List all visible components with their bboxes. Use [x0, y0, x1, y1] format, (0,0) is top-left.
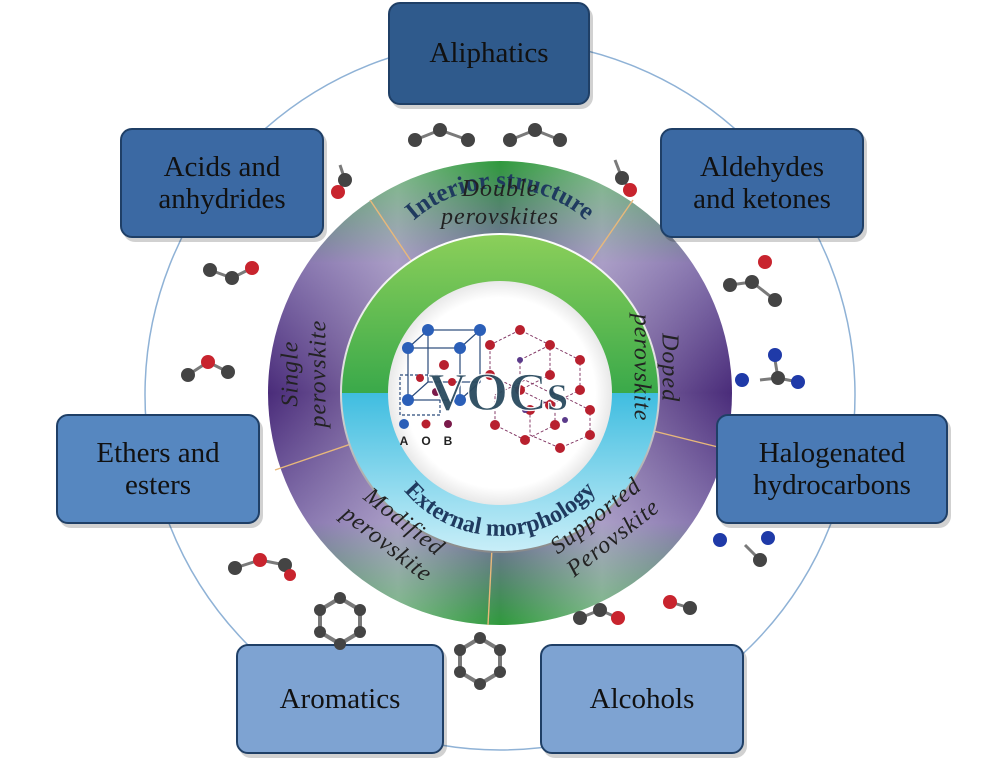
alcohols-box: Alcohols [540, 644, 744, 754]
acids-anhydrides-label: Acids and anhydrides [158, 150, 286, 215]
ethers-esters-label: Ethers and esters [96, 436, 220, 501]
halogenated-hydrocarbons-label: Halogenated hydrocarbons [753, 436, 911, 501]
single-perovskite-label: Single perovskite [277, 319, 331, 428]
legend-b-dot [444, 420, 452, 428]
aromatics-label: Aromatics [279, 682, 401, 715]
legend-a-label: A [400, 434, 409, 448]
double-perovskites-label: Double perovskites [440, 176, 560, 230]
aldehydes-ketones-label: Aldehydes and ketones [693, 150, 831, 215]
legend-b-label: B [444, 434, 453, 448]
lattice-b-sites [517, 357, 568, 423]
halogenated-hydrocarbons-box: Halogenated hydrocarbons [716, 414, 948, 524]
aliphatics-label: Aliphatics [429, 37, 549, 70]
legend-o-label: O [421, 434, 430, 448]
lattice-atoms [485, 325, 595, 453]
acids-anhydrides-box: Acids and anhydrides [120, 128, 324, 238]
alcohols-label: Alcohols [589, 682, 695, 715]
legend-a-dot [399, 419, 409, 429]
center-title: VOCs [428, 362, 568, 422]
legend-o-dot [421, 419, 431, 429]
aldehydes-ketones-box: Aldehydes and ketones [660, 128, 864, 238]
unit-cell-atoms [402, 324, 486, 406]
aromatics-box: Aromatics [236, 644, 444, 754]
ethers-esters-box: Ethers and esters [56, 414, 260, 524]
doped-perovskite-label: Doped perovskite [629, 313, 683, 422]
aliphatics-box: Aliphatics [388, 2, 590, 105]
